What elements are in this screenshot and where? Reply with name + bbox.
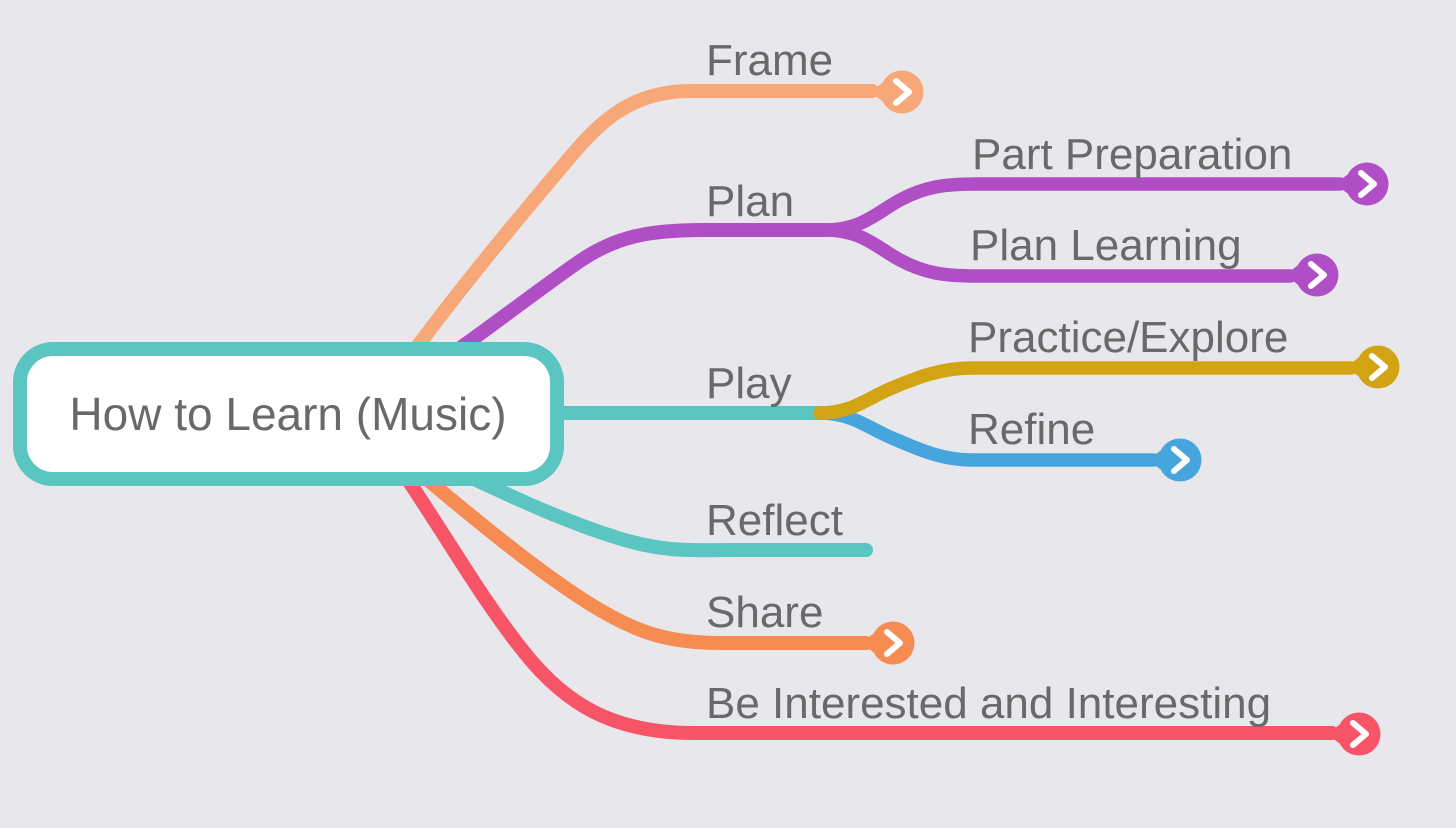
share-topic-label[interactable]: Share — [706, 588, 823, 637]
root-node[interactable]: How to Learn (Music) — [13, 342, 564, 486]
root-node-box[interactable] — [13, 342, 564, 486]
plan-learning-expand-icon[interactable] — [1285, 253, 1339, 297]
part-preparation-expand-icon[interactable] — [1335, 162, 1389, 206]
share-branch-line — [421, 473, 873, 650]
refine-topic-label[interactable]: Refine — [968, 405, 1095, 454]
part-preparation-branch-line — [818, 177, 1347, 237]
reflect-branch-line — [463, 470, 873, 558]
be-interested-topic-label[interactable]: Be Interested and Interesting — [706, 679, 1271, 728]
practice-explore-branch-line — [813, 361, 1358, 420]
reflect-topic-label[interactable]: Reflect — [706, 496, 843, 545]
be-interested-expand-icon[interactable] — [1327, 712, 1381, 756]
practice-explore-expand-icon[interactable] — [1346, 345, 1400, 389]
plan-learning-branch-line — [818, 223, 1297, 283]
frame-topic-label[interactable]: Frame — [706, 36, 833, 85]
plan-branch-line — [452, 223, 832, 356]
frame-branch-line — [407, 84, 879, 358]
part-preparation-topic-label[interactable]: Part Preparation — [972, 130, 1292, 179]
share-expand-icon[interactable] — [861, 621, 915, 665]
plan-topic-label[interactable]: Plan — [706, 177, 794, 226]
plan-learning-topic-label[interactable]: Plan Learning — [970, 221, 1242, 270]
be-interested-branch-line — [401, 473, 1339, 740]
refine-expand-icon[interactable] — [1148, 438, 1202, 482]
play-topic-label[interactable]: Play — [706, 359, 792, 408]
frame-expand-icon[interactable] — [870, 70, 924, 114]
practice-explore-topic-label[interactable]: Practice/Explore — [968, 313, 1288, 362]
root-node-label: How to Learn (Music) — [69, 388, 506, 440]
refine-branch-line — [813, 406, 1160, 467]
